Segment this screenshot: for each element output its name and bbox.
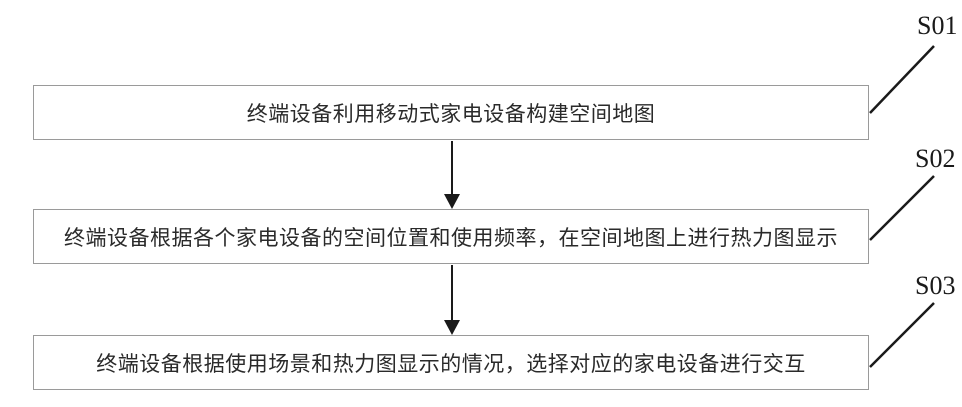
down-arrow-1	[444, 141, 460, 209]
leader-line-2	[869, 175, 935, 241]
flow-step-box-2: 终端设备根据各个家电设备的空间位置和使用频率，在空间地图上进行热力图显示	[33, 209, 869, 264]
leader-line-1	[869, 45, 935, 114]
flow-step-text-2: 终端设备根据各个家电设备的空间位置和使用频率，在空间地图上进行热力图显示	[64, 225, 838, 250]
flow-step-box-3: 终端设备根据使用场景和热力图显示的情况，选择对应的家电设备进行交互	[33, 335, 869, 390]
flow-step-box-1: 终端设备利用移动式家电设备构建空间地图	[33, 85, 869, 140]
flow-step-text-3: 终端设备根据使用场景和热力图显示的情况，选择对应的家电设备进行交互	[96, 351, 806, 376]
step-label-s01: S01	[917, 11, 958, 40]
step-label-s03: S03	[915, 271, 956, 300]
leader-line-3	[869, 302, 935, 368]
down-arrow-2	[444, 265, 460, 335]
flow-step-text-1: 终端设备利用移动式家电设备构建空间地图	[246, 101, 656, 126]
step-label-s02: S02	[915, 144, 956, 173]
